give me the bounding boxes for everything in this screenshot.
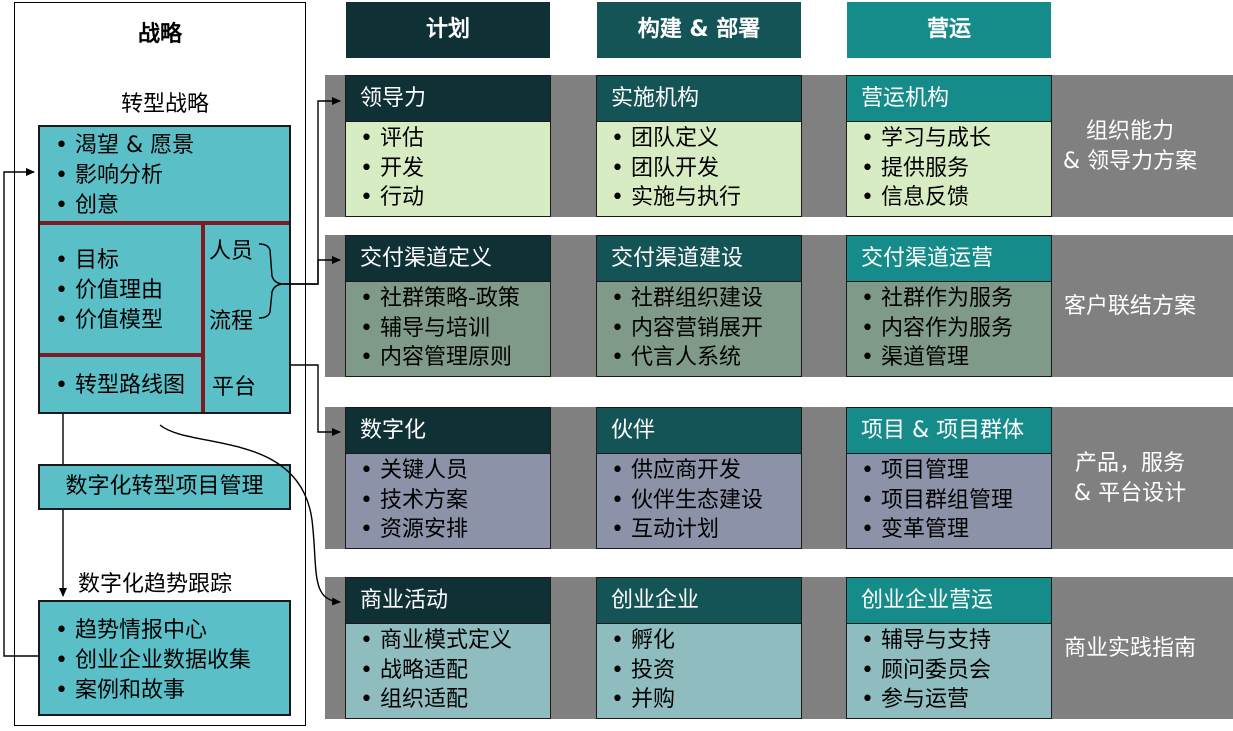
- divider: [201, 223, 205, 412]
- card-item: • 内容作为服务: [861, 315, 1013, 341]
- card-title: 项目 & 项目群体: [847, 408, 1051, 454]
- card-title: 数字化: [346, 408, 550, 454]
- row-label: 商业实践指南: [1063, 636, 1196, 661]
- card-item: • 商业模式定义: [360, 628, 512, 653]
- card-channel-operation: 交付渠道运营 • 社群作为服务 • 内容作为服务 • 渠道管理: [846, 235, 1052, 377]
- card-item: • 辅导与培训: [360, 315, 490, 341]
- trend-item: • 趋势情报中心: [55, 618, 207, 643]
- roadmap-box: • 转型路线图: [38, 354, 206, 414]
- card-title: 交付渠道运营: [847, 236, 1051, 282]
- card-item: • 互动计划: [611, 517, 719, 542]
- card-channel-definition: 交付渠道定义 • 社群策略-政策 • 辅导与培训 • 内容管理原则: [345, 235, 551, 377]
- card-item: • 技术方案: [360, 487, 468, 513]
- arrow-feedback-loop: [3, 168, 38, 657]
- card-title: 交付渠道定义: [346, 236, 550, 282]
- card-item: • 项目管理: [861, 458, 969, 483]
- trend-item: • 创业企业数据收集: [55, 648, 251, 673]
- card-item: • 团队开发: [611, 155, 719, 181]
- card-startup: 创业企业 • 孵化 • 投资 • 并购: [596, 577, 802, 719]
- card-business-activity: 商业活动 • 商业模式定义 • 战略适配 • 组织适配: [345, 577, 551, 719]
- goals-item: • 目标: [55, 248, 119, 273]
- card-item: • 关键人员: [360, 458, 468, 483]
- strategy-title: 战略: [137, 22, 182, 47]
- people-label: 人员: [209, 239, 254, 264]
- vision-item: • 创意: [55, 193, 119, 218]
- card-item: • 社群策略-政策: [360, 286, 520, 311]
- header-operate: 营运: [847, 2, 1051, 58]
- goals-item: • 价值理由: [55, 278, 163, 303]
- card-item: • 供应商开发: [611, 458, 741, 483]
- card-projects: 项目 & 项目群体 • 项目管理 • 项目群组管理 • 变革管理: [846, 407, 1052, 549]
- card-item: • 伙伴生态建设: [611, 487, 763, 513]
- vision-item: • 渴望 & 愿景: [55, 133, 195, 158]
- trend-box: • 趋势情报中心 • 创业企业数据收集 • 案例和故事: [38, 600, 291, 716]
- card-startup-operations: 创业企业营运 • 辅导与支持 • 顾问委员会 • 参与运营: [846, 577, 1052, 719]
- vision-item: • 影响分析: [55, 163, 163, 188]
- card-title: 创业企业营运: [847, 578, 1051, 624]
- card-item: • 内容营销展开: [611, 315, 763, 341]
- card-title: 领导力: [346, 76, 550, 122]
- card-title: 营运机构: [847, 76, 1051, 122]
- card-item: • 投资: [611, 657, 675, 683]
- card-item: • 渠道管理: [861, 345, 969, 370]
- trend-item: • 案例和故事: [55, 678, 185, 703]
- arrow-to-leadership: [282, 97, 341, 285]
- card-item: • 组织适配: [360, 687, 468, 712]
- vision-box: • 渴望 & 愿景 • 影响分析 • 创意: [38, 125, 291, 225]
- card-item: • 评估: [360, 126, 424, 151]
- card-item: • 社群作为服务: [861, 286, 1013, 311]
- card-item: • 团队定义: [611, 126, 719, 151]
- roadmap-item: • 转型路线图: [55, 373, 185, 398]
- card-leadership: 领导力 • 评估 • 开发 • 行动: [345, 75, 551, 217]
- card-title: 实施机构: [597, 76, 801, 122]
- card-title: 交付渠道建设: [597, 236, 801, 282]
- card-digitalization: 数字化 • 关键人员 • 技术方案 • 资源安排: [345, 407, 551, 549]
- row-label: 客户联结方案: [1063, 294, 1196, 319]
- card-channel-building: 交付渠道建设 • 社群组织建设 • 内容营销展开 • 代言人系统: [596, 235, 802, 377]
- header-build: 构建 & 部署: [597, 2, 801, 58]
- process-label: 流程: [209, 309, 254, 334]
- card-implementation-org: 实施机构 • 团队定义 • 团队开发 • 实施与执行: [596, 75, 802, 217]
- goals-box: • 目标 • 价值理由 • 价值模型: [38, 222, 206, 356]
- divider: [40, 353, 204, 357]
- row-label: 产品，服务 & 平台设计: [1073, 451, 1187, 506]
- card-item: • 孵化: [611, 628, 675, 653]
- ppp-box: [203, 222, 291, 414]
- card-item: • 行动: [360, 185, 424, 210]
- people-process-brace: [258, 243, 283, 319]
- card-title: 伙伴: [597, 408, 801, 454]
- divider: [40, 221, 289, 225]
- arrow-to-channel-definition: [282, 256, 341, 285]
- card-item: • 开发: [360, 155, 424, 181]
- card-partners: 伙伴 • 供应商开发 • 伙伴生态建设 • 互动计划: [596, 407, 802, 549]
- card-item: • 实施与执行: [611, 185, 741, 210]
- header-plan: 计划: [346, 2, 550, 58]
- card-item: • 战略适配: [360, 657, 468, 683]
- program-management-box: 数字化转型项目管理: [38, 464, 291, 510]
- card-item: • 参与运营: [861, 687, 969, 712]
- card-item: • 顾问委员会: [861, 657, 991, 683]
- card-item: • 并购: [611, 687, 675, 712]
- card-title: 商业活动: [346, 578, 550, 624]
- card-item: • 辅导与支持: [861, 628, 991, 653]
- card-item: • 信息反馈: [861, 185, 969, 210]
- card-item: • 资源安排: [360, 517, 468, 542]
- arrow-to-business-activity: [159, 424, 341, 606]
- card-item: • 学习与成长: [861, 126, 991, 151]
- card-item: • 社群组织建设: [611, 286, 763, 311]
- card-item: • 变革管理: [861, 517, 969, 542]
- card-operations-org: 营运机构 • 学习与成长 • 提供服务 • 信息反馈: [846, 75, 1052, 217]
- arrow-to-digitalization: [291, 364, 341, 436]
- goals-item: • 价值模型: [55, 308, 163, 333]
- card-item: • 代言人系统: [611, 345, 741, 370]
- platform-label: 平台: [212, 375, 257, 400]
- card-item: • 提供服务: [861, 155, 969, 181]
- card-title: 创业企业: [597, 578, 801, 624]
- card-item: • 内容管理原则: [360, 345, 512, 370]
- transform-strategy-label: 转型战略: [120, 92, 209, 117]
- trend-tracking-label: 数字化趋势跟踪: [78, 572, 233, 597]
- card-item: • 项目群组管理: [861, 487, 1013, 513]
- row-label: 组织能力 & 领导力方案: [1062, 119, 1198, 174]
